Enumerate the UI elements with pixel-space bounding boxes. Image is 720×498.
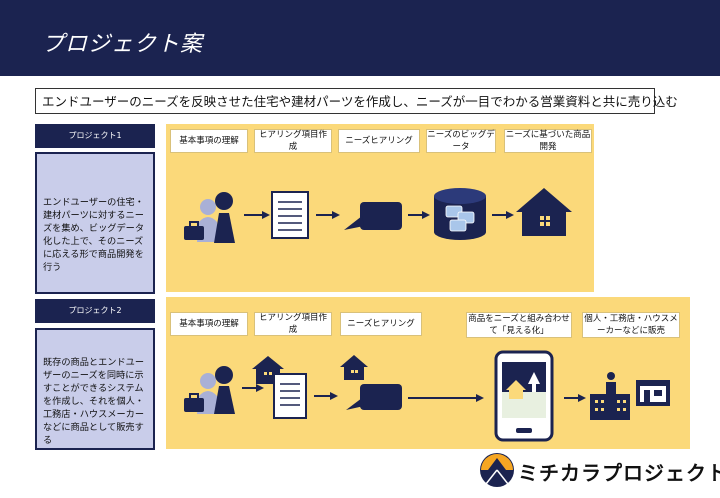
p1-step-big-data: ニーズのビッグデータ — [426, 129, 496, 153]
arrow-icon — [316, 211, 340, 219]
p2-step-hearing-items: ヒアリング項目作成 — [254, 312, 332, 336]
database-icon — [434, 188, 486, 240]
logo-icon — [480, 453, 514, 487]
project2-label: プロジェクト2 — [35, 299, 155, 323]
p2-step-sales: 個人・工務店・ハウスメーカーなどに販売 — [582, 312, 680, 338]
project2-description: 既存の商品とエンドユーザーのニーズを同時に示すことができるシステムを作成し、それ… — [35, 328, 155, 450]
header-bar: プロジェクト案 — [0, 0, 720, 76]
document-icon — [271, 191, 309, 239]
document-icon — [273, 373, 307, 419]
page-title: プロジェクト案 — [42, 32, 204, 57]
people-icon — [184, 192, 235, 243]
p2-step-needs-hearing: ニーズヒアリング — [340, 312, 422, 336]
arrow-icon — [492, 211, 514, 219]
long-arrow-icon — [408, 394, 484, 402]
speech-bubble-icon — [346, 384, 402, 410]
arrow-icon — [314, 392, 338, 400]
summary-box: エンドユーザーのニーズを反映させた住宅や建材パーツを作成し、ニーズが一目でわかる… — [35, 88, 678, 114]
smartphone-icon — [494, 350, 554, 442]
project1-description: エンドユーザーの住宅・建材パーツに対するニーズを集め、ビッグデータ化した上で、そ… — [35, 152, 155, 294]
storefront-icon — [636, 380, 670, 406]
p2-step-visualize: 商品をニーズと組み合わせて「見える化」 — [466, 312, 572, 338]
arrow-icon — [244, 211, 270, 219]
p1-step-basics: 基本事項の理解 — [170, 129, 248, 153]
p1-step-needs-hearing: ニーズヒアリング — [338, 129, 420, 153]
speech-bubble-icon — [344, 202, 402, 230]
p2-step-basics: 基本事項の理解 — [170, 312, 248, 336]
arrow-icon — [242, 384, 264, 392]
building-icon — [590, 372, 630, 420]
project1-label: プロジェクト1 — [35, 124, 155, 148]
house-icon — [516, 188, 572, 236]
house-icon — [340, 355, 368, 380]
logo-wordmark: ミチカラプロジェクト — [518, 461, 720, 485]
p1-step-product-dev: ニーズに基づいた商品開発 — [504, 129, 592, 153]
people-icon — [184, 366, 235, 414]
p1-step-hearing-items: ヒアリング項目作成 — [254, 129, 332, 153]
arrow-icon — [408, 211, 430, 219]
arrow-icon — [564, 394, 586, 402]
